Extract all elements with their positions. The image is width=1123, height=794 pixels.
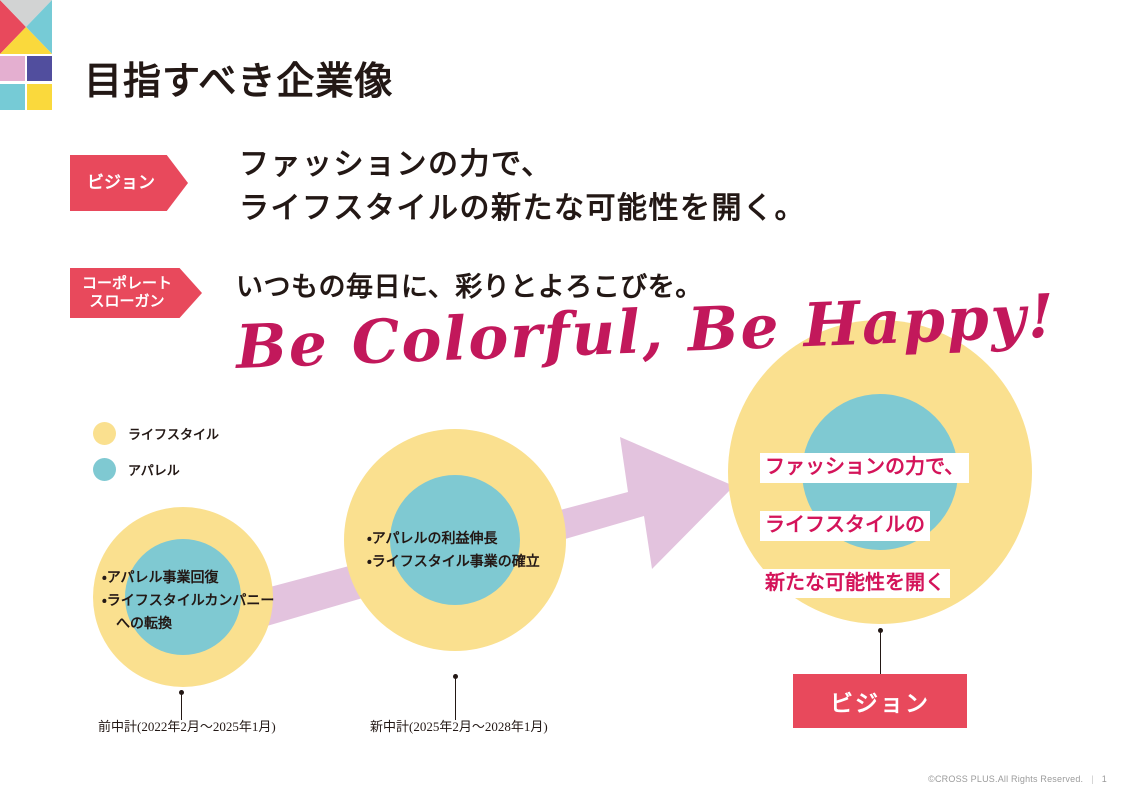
stage-1-caption: 前中計(2022年2月～2025年1月) xyxy=(98,719,276,734)
corporate-slogan-text: いつもの毎日に、彩りとよろこびを。 xyxy=(236,272,703,302)
stage-1-apparel-core xyxy=(125,539,241,655)
stage-2-connector-stem xyxy=(455,676,456,720)
stage-2-caption: 新中計(2025年2月～2028年1月) xyxy=(370,719,548,734)
copyright-text: ©CROSS PLUS.All Rights Reserved. xyxy=(928,774,1084,784)
stage-3-vision-box: ビジョン xyxy=(793,674,967,728)
footer-separator: | xyxy=(1091,774,1094,784)
legend-swatch-lifestyle xyxy=(93,422,116,445)
legend-item-lifestyle: ライフスタイル xyxy=(93,422,219,445)
stage-3-vision-line-3: 新たな可能性を開く xyxy=(760,568,950,599)
page-number: 1 xyxy=(1101,774,1107,784)
stage-3-vision-statement: ファッションの力で、 ライフスタイルの 新たな可能性を開く xyxy=(760,427,1010,600)
stage-3-vision-line-2: ライフスタイルの xyxy=(760,511,930,541)
stage-2-apparel-core xyxy=(390,475,520,605)
stage-1-connector-stem xyxy=(181,692,182,720)
slide-footer: ©CROSS PLUS.All Rights Reserved. | 1 xyxy=(928,774,1107,784)
legend-label-apparel: アパレル xyxy=(128,463,180,478)
page-title: 目指すべき企業像 xyxy=(84,61,394,103)
stage-3-vision-box-label: ビジョン xyxy=(830,690,930,716)
legend: ライフスタイル アパレル xyxy=(93,422,219,494)
legend-item-apparel: アパレル xyxy=(93,458,219,481)
stage-1-bullets: ・アパレル事業回復 ・ライフスタイルカンパニー への転換 xyxy=(102,569,275,632)
legend-label-lifestyle: ライフスタイル xyxy=(128,427,220,442)
stage-3-connector-stem xyxy=(880,630,881,674)
corporate-slogan-tag-line1: コーポレート xyxy=(81,275,172,292)
vision-statement: ファッションの力で、 ライフスタイルの新たな可能性を開く。 xyxy=(239,148,806,225)
stage-3-vision-line-1: ファッションの力で、 xyxy=(760,453,970,483)
cross-plus-logo xyxy=(0,0,52,110)
corporate-slogan-tag-line2: スローガン xyxy=(89,293,165,310)
stage-2-bullets: ・アパレルの利益伸長 ・ライフスタイル事業の確立 xyxy=(367,530,540,570)
corporate-slogan-tag: コーポレート スローガン xyxy=(70,268,202,318)
legend-swatch-apparel xyxy=(93,458,116,481)
vision-tag: ビジョン xyxy=(70,155,188,211)
